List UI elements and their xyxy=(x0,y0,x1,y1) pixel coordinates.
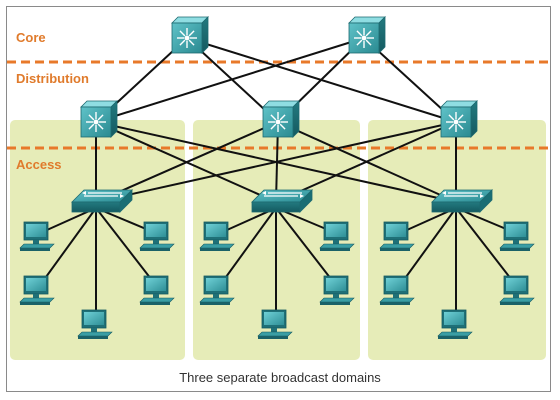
pc-icon-domain2-3 xyxy=(199,275,235,305)
access-switch-icon-3 xyxy=(431,189,493,213)
link-dist3-access2 xyxy=(275,121,457,203)
pc-icon-domain3-2 xyxy=(499,221,535,251)
link-access3-host3 xyxy=(397,207,457,289)
distribution-layer-label: Distribution xyxy=(16,71,89,86)
core-switch-icon-1 xyxy=(171,16,209,54)
pc-icon-domain2-2 xyxy=(319,221,355,251)
access-switch-icon-1 xyxy=(71,189,133,213)
pc-icon-domain3-4 xyxy=(499,275,535,305)
distribution-switch-icon-3 xyxy=(440,100,478,138)
link-dist2-access1 xyxy=(95,121,279,203)
link-access3-host4 xyxy=(455,207,519,289)
link-dist3-access1 xyxy=(95,121,457,203)
link-access2-host4 xyxy=(275,207,339,289)
pc-icon-domain1-4 xyxy=(139,275,175,305)
link-core2-dist1 xyxy=(95,37,365,123)
pc-icon-domain2-1 xyxy=(199,221,235,251)
pc-icon-domain3-5 xyxy=(437,309,473,339)
pc-icon-domain1-3 xyxy=(19,275,55,305)
distribution-switch-icon-1 xyxy=(80,100,118,138)
core-switch-icon-2 xyxy=(348,16,386,54)
pc-icon-domain1-1 xyxy=(19,221,55,251)
pc-icon-domain1-2 xyxy=(139,221,175,251)
distribution-switch-icon-2 xyxy=(262,100,300,138)
core-layer-label: Core xyxy=(16,30,46,45)
broadcast-domain-1 xyxy=(10,120,185,360)
pc-icon-domain3-3 xyxy=(379,275,415,305)
diagram-caption: Three separate broadcast domains xyxy=(179,370,381,385)
pc-icon-domain2-4 xyxy=(319,275,355,305)
link-access1-host3 xyxy=(37,207,97,289)
pc-icon-domain2-5 xyxy=(257,309,293,339)
pc-icon-domain3-1 xyxy=(379,221,415,251)
access-layer-label: Access xyxy=(16,157,62,172)
link-access1-host4 xyxy=(95,207,159,289)
link-access2-host3 xyxy=(217,207,277,289)
devices-group xyxy=(19,16,535,339)
pc-icon-domain1-5 xyxy=(77,309,113,339)
access-switch-icon-2 xyxy=(251,189,313,213)
